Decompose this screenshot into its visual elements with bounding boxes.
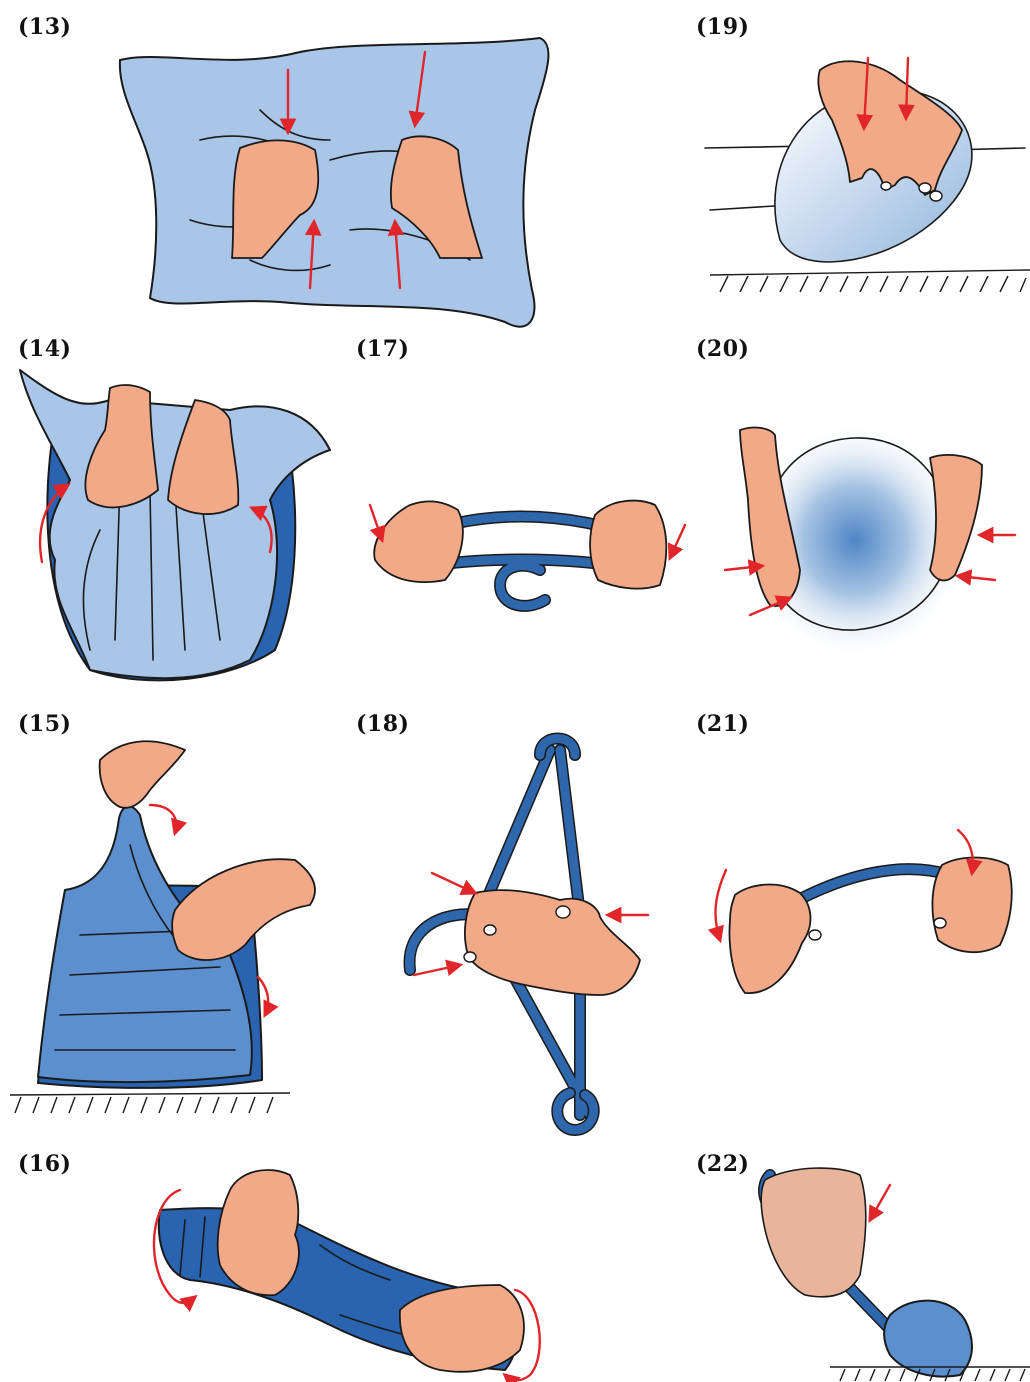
left-hand: [374, 501, 463, 582]
arrow-top: [150, 805, 176, 833]
lower-hand: [172, 859, 315, 960]
cloth-wringing-illustration: [0, 1145, 600, 1382]
bag-pressing-illustration: [690, 0, 1030, 330]
panel-18: (18): [350, 705, 690, 1135]
utensil-head: [884, 1301, 972, 1377]
hand: [465, 890, 640, 995]
arrow: [870, 1185, 890, 1220]
panel-19: (19): [690, 0, 1030, 330]
panel-13: (13): [0, 0, 600, 340]
right-hand: [590, 501, 666, 589]
panel-21: (21): [690, 705, 1030, 1035]
arrow-lower-left: [414, 965, 460, 975]
panel-15: (15): [0, 705, 350, 1125]
cloth-gathering-illustration: [0, 0, 600, 340]
arrow-upper-left: [432, 873, 475, 893]
hand-with-glove: [761, 1168, 866, 1297]
right-hand: [400, 1285, 524, 1372]
arrow-right: [670, 525, 685, 558]
left-hand: [730, 885, 811, 994]
panel-20: (20): [690, 330, 1030, 690]
left-hand: [218, 1170, 299, 1295]
right-hand: [930, 455, 982, 581]
arrow-left: [715, 870, 726, 940]
upper-hand: [100, 741, 185, 808]
panel-14: (14): [0, 330, 350, 690]
panel-17: (17): [350, 330, 690, 630]
panel-16: (16): [0, 1145, 600, 1382]
handle-bending-illustration: [690, 705, 1030, 1035]
utensil-gripping-illustration: [690, 1145, 1030, 1382]
cloth-lifting-illustration: [0, 330, 350, 690]
cloth-peeling-illustration: [0, 705, 350, 1125]
panel-22: (22): [690, 1145, 1030, 1382]
arrow-r2: [958, 576, 995, 580]
ball-squeezing-illustration: [690, 330, 1030, 690]
hanger-bending-illustration: [350, 330, 690, 630]
arrow-left: [370, 505, 382, 540]
cloth: [120, 38, 549, 327]
hanger-gripping-illustration: [350, 705, 690, 1135]
